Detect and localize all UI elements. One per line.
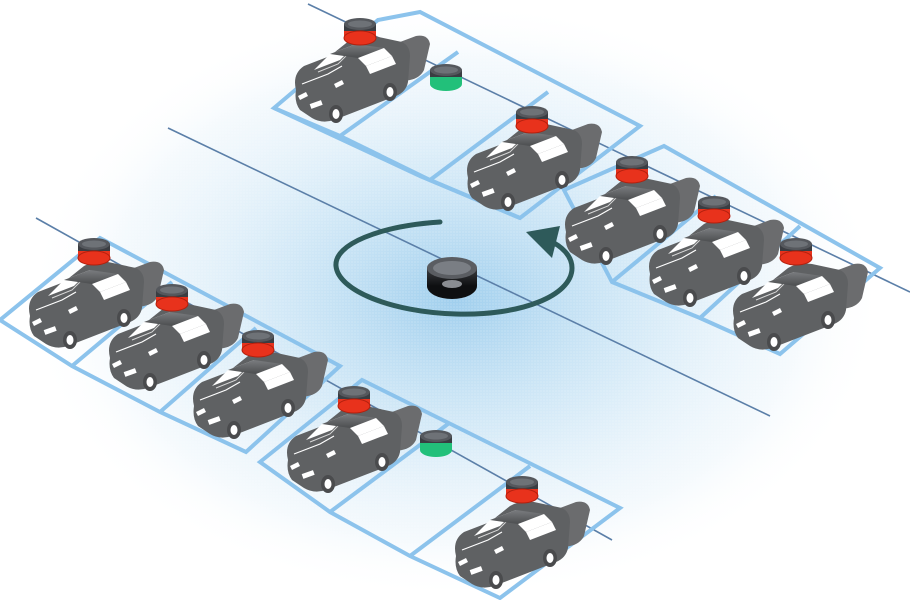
parking-sensor-occupied-icon bbox=[337, 385, 371, 414]
parking-sensor-occupied-icon bbox=[77, 237, 111, 266]
parking-sensor-occupied-icon bbox=[505, 475, 539, 504]
rotation-arrow-icon bbox=[333, 219, 575, 317]
wireless-gateway-icon bbox=[427, 257, 477, 299]
parking-row-right bbox=[561, 143, 884, 357]
parking-sensor-occupied-icon bbox=[155, 283, 189, 312]
parking-sensor-occupied-icon bbox=[241, 329, 275, 358]
parking-sensor-vacant-icon bbox=[430, 64, 462, 91]
parking-sensor-occupied-icon bbox=[343, 17, 377, 46]
parking-row-bottom bbox=[256, 377, 624, 600]
parking-row-top bbox=[270, 9, 644, 221]
parking-sensor-occupied-icon bbox=[779, 237, 813, 266]
parking-row-left bbox=[0, 235, 344, 455]
parking-sensor-vacant-icon bbox=[420, 430, 452, 457]
parking-sensor-occupied-icon bbox=[615, 155, 649, 184]
parking-sensor-occupied-icon bbox=[515, 105, 549, 134]
parking-sensor-occupied-icon bbox=[697, 195, 731, 224]
parking-divider bbox=[158, 326, 258, 414]
